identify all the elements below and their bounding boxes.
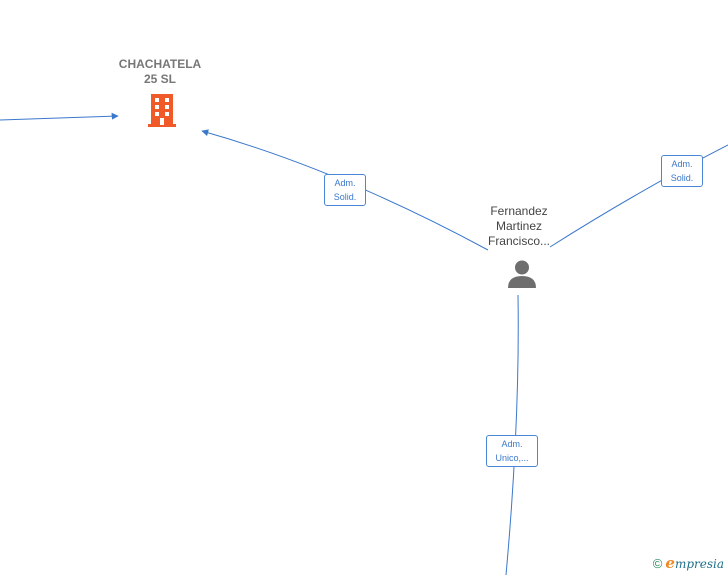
person-name-line2: Martinez <box>495 219 542 233</box>
company-name-line2: 25 SL <box>143 72 176 86</box>
edge-person-to-bottom <box>505 294 519 575</box>
person-name-line1: Fernandez <box>490 204 548 218</box>
company-node-label[interactable]: CHACHATELA 25 SL <box>100 57 220 87</box>
brand-logo: empresia <box>665 554 724 572</box>
edge-label-line1: Adm. <box>334 178 356 188</box>
copyright-icon: © <box>652 555 663 571</box>
person-name-line3: Francisco... <box>487 234 550 248</box>
edge-label-person-to-right[interactable]: Adm. Solid. <box>661 155 703 187</box>
edge-left-to-company <box>0 112 119 121</box>
person-node-label[interactable]: Fernandez Martinez Francisco... <box>470 204 568 249</box>
building-icon[interactable] <box>146 94 178 128</box>
edge-label-line2: Solid. <box>333 192 357 202</box>
empresia-watermark: © empresia <box>653 554 724 572</box>
edge-label-line2: Solid. <box>670 173 694 183</box>
person-icon[interactable] <box>507 259 537 289</box>
brand-rest: mpresia <box>674 557 724 571</box>
edge-label-line1: Adm. <box>671 159 693 169</box>
company-name-line1: CHACHATELA <box>118 57 202 71</box>
edge-person-to-right <box>549 144 728 248</box>
edge-label-line1: Adm. <box>501 439 523 449</box>
edge-label-line2: Unico,... <box>495 453 529 463</box>
edge-label-person-to-bottom[interactable]: Adm. Unico,... <box>486 435 538 467</box>
brand-initial: e <box>665 554 675 572</box>
edge-label-person-to-company[interactable]: Adm. Solid. <box>324 174 366 206</box>
